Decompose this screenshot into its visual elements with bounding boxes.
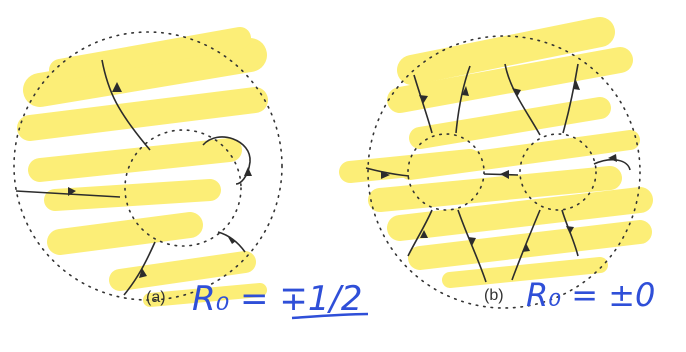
outer-dotted-circle-b [367, 35, 641, 309]
inner-dotted-circle-a [124, 129, 242, 247]
trajectory-top-left-outer-b [413, 74, 433, 134]
arrow-icon [573, 80, 580, 90]
arrow-icon [68, 187, 76, 196]
arrow-icon [500, 170, 509, 179]
arrow-icon [522, 243, 530, 252]
trajectory-bottom-left-outer-b [407, 209, 433, 257]
trajectories-b [365, 63, 631, 283]
inner-dotted-circle-right-b [519, 133, 597, 211]
trajectory-bottom-left-inner-b [457, 209, 487, 283]
arrow-icon [566, 226, 574, 234]
trajectory-loop-a [202, 136, 251, 185]
trajectory-top-right-outer-b [562, 63, 579, 134]
trajectory-top-right-inner-b [504, 63, 541, 136]
arrow-icon [381, 171, 390, 179]
panel-label-b: (b) [484, 287, 504, 304]
arrow-icon [419, 95, 428, 104]
trajectory-top-a [101, 59, 151, 151]
arrow-icon [512, 88, 521, 97]
arrow-icon [468, 237, 476, 246]
trajectory-right-b [593, 158, 631, 171]
handwritten-note-a: R₀ = ∓1/2 [192, 279, 363, 319]
arrow-icon [112, 82, 122, 92]
arrowheads-a [68, 82, 252, 278]
arrow-icon [608, 154, 617, 162]
trajectory-top-left-inner-b [455, 65, 471, 134]
arrow-icon [420, 230, 428, 238]
panel-a: (a) R₀ = ∓1/2 [13, 27, 369, 320]
handwriting-underline-a [291, 312, 369, 320]
handwritten-note-b: R₀ = ±0 [526, 276, 655, 314]
trajectory-bottom-left-a [123, 241, 156, 296]
arrow-icon [228, 237, 236, 244]
arrow-icon [462, 86, 469, 96]
arrowheads-b [381, 80, 617, 252]
highlighter-strokes-a [17, 27, 268, 307]
highlighter-strokes-b [339, 17, 653, 288]
outer-dotted-circle-a [13, 31, 283, 301]
panel-label-a: (a) [146, 289, 166, 306]
arrow-icon [244, 167, 252, 176]
inner-dotted-circle-left-b [407, 133, 485, 211]
trajectory-left-b [365, 167, 410, 177]
panel-b: (b) R₀ = ±0 [339, 17, 655, 314]
arrow-icon [139, 268, 147, 278]
